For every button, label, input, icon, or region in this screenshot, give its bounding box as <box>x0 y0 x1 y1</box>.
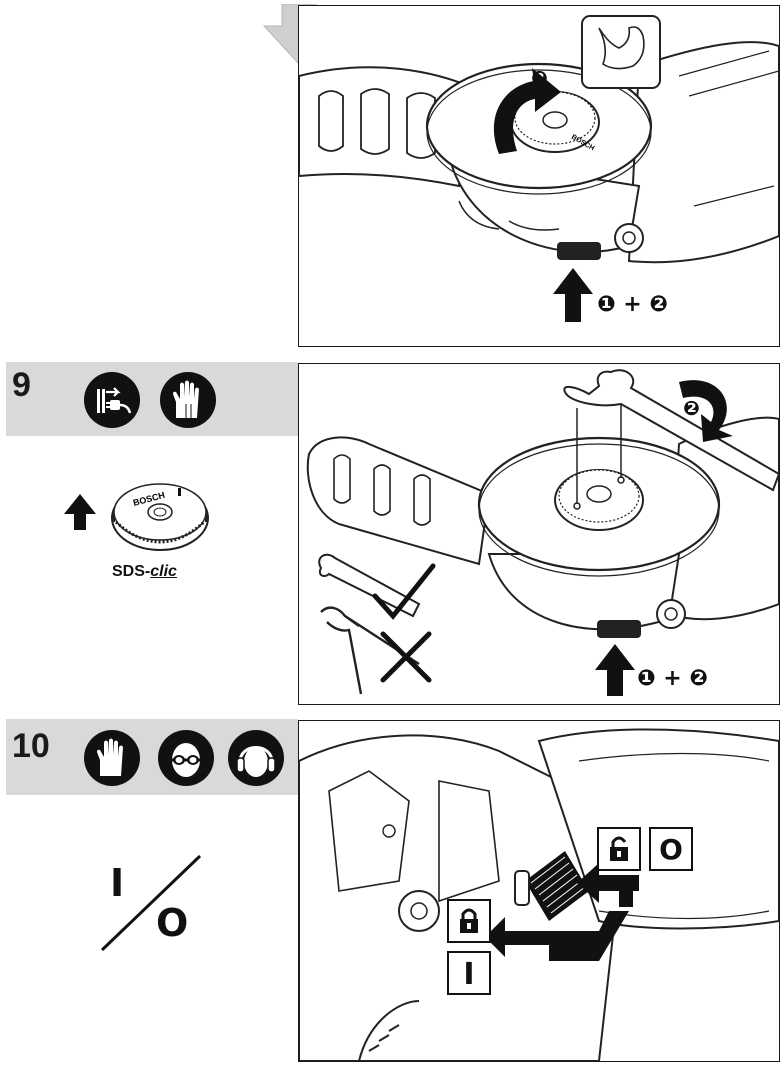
product-label-suffix: clic <box>150 563 177 580</box>
on-off-switch-symbol: I O <box>96 850 216 960</box>
product-label: SDS-clic <box>112 563 177 581</box>
callout-number-1-plus-2: ❶ + ❷ <box>597 292 669 317</box>
gloves-icon <box>160 372 216 428</box>
sds-clic-nut-illustration: BOSCH <box>60 470 220 560</box>
callout-number-1-plus-2-step9: ❶ + ❷ <box>637 666 709 691</box>
unplug-icon <box>84 372 140 428</box>
figure-panel-9: ❷ ❶ + ❷ <box>298 363 780 705</box>
figure-panel-top: BOSCH ❷ ❶ + ❷ <box>298 5 780 347</box>
ear-protection-icon <box>228 730 284 786</box>
unlock-icon <box>597 827 641 871</box>
gloves-icon-step10 <box>84 730 140 786</box>
product-label-prefix: SDS- <box>112 563 151 580</box>
lock-icon <box>447 899 491 943</box>
box-off-symbol: O <box>659 833 683 866</box>
figure-panel-10: O I <box>298 720 780 1062</box>
goggles-icon <box>158 730 214 786</box>
on-symbol-box: I <box>447 951 491 995</box>
box-on-symbol: I <box>463 957 474 992</box>
step-number-10: 10 <box>12 727 50 765</box>
switch-on-symbol: I <box>110 861 124 905</box>
step-number-9: 9 <box>12 366 31 404</box>
off-symbol-box: O <box>649 827 693 871</box>
callout-number-2-step9: ❷ <box>683 396 700 420</box>
callout-number-2: ❷ <box>531 66 548 90</box>
step-header-bar-9 <box>6 362 298 436</box>
switch-off-symbol: O <box>156 901 188 945</box>
